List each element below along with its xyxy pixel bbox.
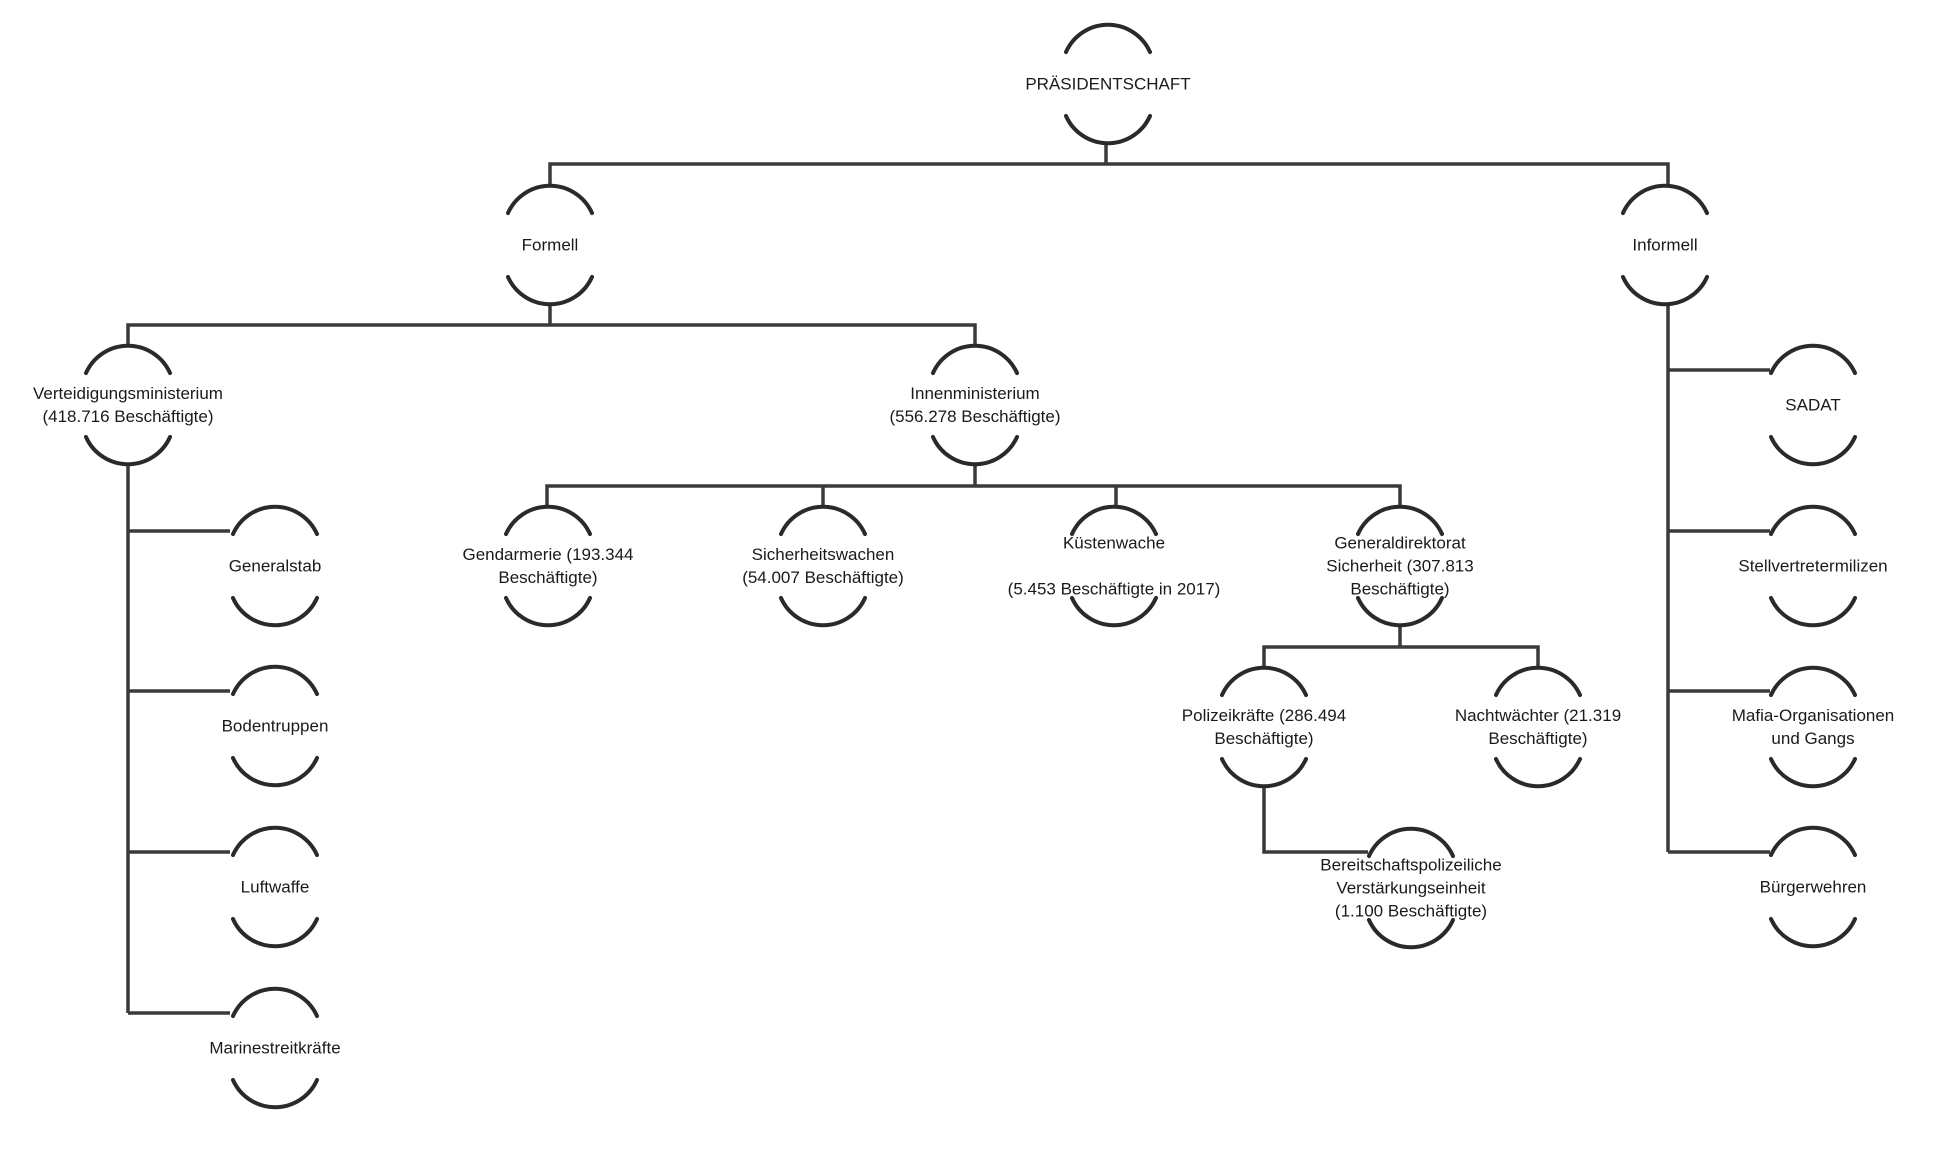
node-luftwaffe: Luftwaffe [241, 878, 310, 897]
node-top-arc [506, 183, 594, 215]
node-label: PRÄSIDENTSCHAFT [1025, 74, 1191, 94]
edge-informell-branches [1666, 305, 1770, 854]
node-sadat: SADAT [1785, 396, 1840, 415]
node-bottom-arc [1220, 757, 1308, 789]
node-top-arc [1064, 22, 1152, 54]
node-label: SADAT [1785, 395, 1841, 415]
node-bereitschaftspolizei: Bereitschaftspolizeiliche Verstärkungsei… [1320, 856, 1501, 921]
node-bottom-arc [506, 275, 594, 307]
node-kuestenwache: Küstenwache (5.453 Beschäftigte in 2017) [1008, 534, 1221, 599]
node-top-arc [231, 825, 319, 857]
node-innenministerium: Innenministerium (556.278 Beschäftigte) [889, 384, 1060, 426]
node-label: Formell [521, 235, 579, 255]
node-bottom-arc [231, 596, 319, 628]
node-generaldirektorat: Generaldirektorat Sicherheit (307.813 Be… [1326, 534, 1473, 599]
node-bottom-arc [779, 596, 867, 628]
node-label: Innenministerium (556.278 Beschäftigte) [889, 384, 1061, 426]
node-gendarmerie: Gendarmerie (193.344 Beschäftigte) [462, 545, 633, 587]
edge-polizei-bereitschaft [1262, 788, 1368, 854]
edge-root-level1 [548, 144, 1670, 184]
node-label: Küstenwache (5.453 Beschäftigte in 2017) [1007, 533, 1221, 599]
node-label: Stellvertretermilizen [1738, 556, 1888, 576]
node-polizeikraefte: Polizeikräfte (286.494 Beschäftigte) [1182, 706, 1346, 748]
node-label: Gendarmerie (193.344 Beschäftigte) [462, 545, 634, 587]
node-nachtwaechter: Nachtwächter (21.319 Beschäftigte) [1455, 706, 1621, 748]
node-bodentruppen: Bodentruppen [222, 717, 329, 736]
node-top-arc [931, 343, 1019, 375]
node-label: Nachtwächter (21.319 Beschäftigte) [1454, 706, 1622, 748]
node-bottom-arc [231, 917, 319, 949]
node-label: Luftwaffe [240, 877, 310, 897]
node-label: Bereitschaftspolizeiliche Verstärkungsei… [1320, 855, 1502, 921]
node-bottom-arc [1769, 757, 1857, 789]
node-informell: Informell [1632, 236, 1697, 255]
node-label: Sicherheitswachen (54.007 Beschäftigte) [742, 545, 904, 587]
node-label: Generalstab [228, 556, 322, 576]
node-bottom-arc [504, 596, 592, 628]
node-buergerwehren: Bürgerwehren [1760, 878, 1867, 897]
node-bottom-arc [1070, 596, 1158, 628]
node-top-arc [1070, 504, 1158, 536]
node-top-arc [231, 986, 319, 1018]
node-bottom-arc [1769, 596, 1857, 628]
node-label: Bürgerwehren [1759, 877, 1867, 897]
node-label: Informell [1632, 235, 1698, 255]
node-stellvertretermilizen: Stellvertretermilizen [1738, 557, 1887, 576]
node-top-arc [1220, 665, 1308, 697]
edge-innen-branches [545, 465, 1402, 506]
node-top-arc [231, 504, 319, 536]
edge-formell-ministries [126, 305, 977, 345]
edge-verteidigung-branches [126, 465, 230, 1015]
node-label: Verteidigungsministerium (418.716 Beschä… [33, 384, 223, 426]
node-bottom-arc [1494, 757, 1582, 789]
node-sicherheitswachen: Sicherheitswachen (54.007 Beschäftigte) [742, 545, 904, 587]
node-mafia-organisationen: Mafia-Organisationen und Gangs [1732, 706, 1895, 748]
node-bottom-arc [931, 435, 1019, 467]
node-bottom-arc [1769, 435, 1857, 467]
node-label: Bodentruppen [221, 716, 329, 736]
node-bottom-arc [231, 1078, 319, 1110]
node-bottom-arc [84, 435, 172, 467]
node-bottom-arc [1064, 114, 1152, 146]
node-label: Generaldirektorat Sicherheit (307.813 Be… [1326, 533, 1474, 599]
node-top-arc [504, 504, 592, 536]
node-label: Polizeikräfte (286.494 Beschäftigte) [1181, 706, 1347, 748]
node-top-arc [231, 664, 319, 696]
node-top-arc [1769, 665, 1857, 697]
node-top-arc [1494, 665, 1582, 697]
node-bottom-arc [231, 756, 319, 788]
node-label: Marinestreitkräfte [209, 1038, 341, 1058]
node-top-arc [779, 504, 867, 536]
node-bottom-arc [1356, 596, 1444, 628]
edge-generaldirektorat-branches [1262, 627, 1540, 668]
node-verteidigungsministerium: Verteidigungsministerium (418.716 Beschä… [33, 384, 223, 426]
node-bottom-arc [1367, 918, 1455, 950]
node-generalstab: Generalstab [229, 557, 322, 576]
node-top-arc [1621, 183, 1709, 215]
node-bottom-arc [1621, 275, 1709, 307]
node-praesidentschaft: PRÄSIDENTSCHAFT [1025, 75, 1190, 94]
node-top-arc [1769, 343, 1857, 375]
node-top-arc [1769, 504, 1857, 536]
node-label: Mafia-Organisationen und Gangs [1731, 706, 1895, 748]
node-top-arc [1769, 825, 1857, 857]
node-marinestreitkraefte: Marinestreitkräfte [209, 1039, 340, 1058]
node-top-arc [1367, 826, 1455, 858]
node-formell: Formell [522, 236, 579, 255]
node-top-arc [84, 343, 172, 375]
node-bottom-arc [1769, 917, 1857, 949]
node-top-arc [1356, 504, 1444, 536]
